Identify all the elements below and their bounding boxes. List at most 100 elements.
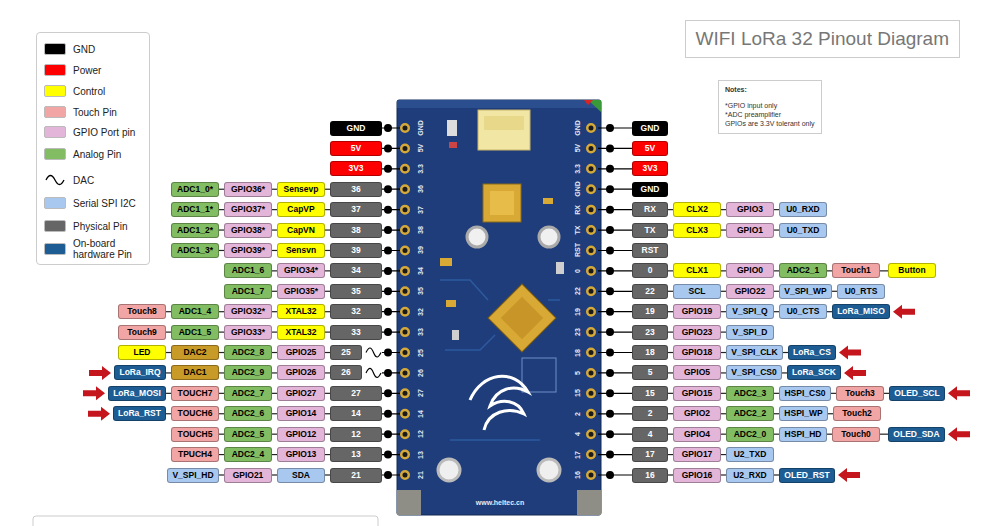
analog-pin-label: ADC2_0 [726, 427, 774, 442]
analog-pin-label: ADC2_3 [726, 386, 774, 401]
touch-pin-label: Touch0 [832, 427, 880, 442]
silkscreen-text: 32 [417, 308, 425, 316]
pin-text: 32 [351, 305, 360, 318]
pin-text: OLED_SCL [894, 387, 939, 400]
physical-pin-label: 13 [330, 447, 382, 462]
analog-pin-label: ADC2_7 [224, 386, 272, 401]
esp32-chip [488, 284, 556, 352]
silkscreen-text: RST [574, 243, 582, 257]
pin-text: 33 [351, 326, 360, 339]
pin-text: GPIO19 [682, 305, 713, 318]
dac-symbol [366, 348, 381, 357]
pin-text: GPIO23 [682, 326, 713, 339]
dac-label: DAC2 [171, 345, 219, 360]
onboard-hardware-label: LoRa_RST [113, 406, 166, 421]
pin-text: GPIO15 [682, 387, 713, 400]
legend-text: GND [73, 44, 95, 55]
pin-text: V_SPI_WP [784, 285, 827, 298]
silkscreen-text: 37 [417, 206, 425, 214]
dac-label: DAC1 [171, 365, 219, 380]
pin-text: 2 [648, 407, 653, 420]
logo [470, 376, 528, 430]
pin-text: 35 [351, 285, 360, 298]
pin-text: GPIO33* [231, 326, 265, 339]
touch-pin-label: TOUCH5 [171, 427, 219, 442]
ground-pin-label: GND [632, 121, 668, 136]
gpio-label: GPIO32* [224, 304, 272, 319]
physical-pin-label: 4 [632, 427, 668, 442]
physical-pin-label: 26 [330, 365, 362, 380]
control-label: CLX1 [673, 263, 721, 278]
gpio-label: GPIO25 [277, 345, 325, 360]
physical-pin-label: 33 [330, 325, 382, 340]
pin-text: Sensvn [286, 244, 316, 257]
serial-bus-label: U2_RXD [726, 468, 774, 483]
pin-text: LoRa_RST [118, 407, 161, 420]
pin-text: DAC1 [183, 366, 206, 379]
pin-text: ADC1_6 [232, 264, 265, 277]
pin-text: 3V3 [642, 162, 657, 175]
note-line: *ADC preamplifier [725, 110, 815, 119]
control-label: CLX2 [673, 202, 721, 217]
pin-text: 3V3 [348, 162, 363, 175]
pin-text: GPIO12 [286, 428, 317, 441]
pin-text: 16 [645, 469, 654, 482]
analog-pin-label: ADC1_0* [171, 182, 219, 197]
pin-text: V_SPI_HD [172, 469, 213, 482]
pointer-arrow [83, 386, 105, 400]
silkscreen-text: 27 [417, 389, 425, 397]
silkscreen-text: 15 [574, 389, 582, 397]
legend-swatch [44, 220, 66, 232]
control-label: LED [118, 345, 166, 360]
component [446, 300, 456, 307]
physical-pin-label: 27 [330, 386, 382, 401]
gpio-label: GPIO3 [726, 202, 774, 217]
serial-bus-label: HSPI_CS0 [779, 386, 831, 401]
silkscreen-text: RX [574, 205, 582, 215]
gpio-label: GPIO2 [673, 406, 721, 421]
silkscreen-text: 5 [574, 371, 582, 375]
pin-hole-center [589, 128, 594, 476]
legend-text: Analog Pin [73, 149, 121, 160]
silkscreen-text: 38 [417, 226, 425, 234]
silkscreen-text: 16 [574, 471, 582, 479]
pin-text: GPIO21 [233, 469, 264, 482]
corner-mark [584, 100, 593, 105]
pin-text: GND [347, 122, 366, 135]
pin-text: 12 [351, 428, 360, 441]
pin-text: ADC2_5 [232, 428, 265, 441]
pin-text: Touch8 [127, 305, 157, 318]
silkscreen-text: 23 [574, 328, 582, 336]
pin-text: ADC2_8 [232, 346, 265, 359]
legend-item: Physical Pin [44, 220, 148, 232]
pin-text: OLED_SDA [893, 428, 939, 441]
pin-text: 22 [645, 285, 654, 298]
pin-text: 13 [351, 448, 360, 461]
pin-text: 36 [351, 183, 360, 196]
silkscreen-text: 5V [417, 144, 425, 153]
silkscreen-text: 13 [417, 451, 425, 459]
pin-text: U2_RXD [733, 469, 767, 482]
pin-text: TOUCH7 [178, 387, 213, 400]
legend-text: Serial SPI I2C [73, 198, 136, 209]
pin-text: HSPI_WP [784, 407, 822, 420]
pin-hole [586, 128, 596, 476]
legend-item: DAC [44, 174, 148, 186]
serial-bus-label: U2_TXD [726, 447, 774, 462]
pin-text: CLX1 [686, 264, 708, 277]
serial-bus-label: U0_TXD [779, 223, 827, 238]
touch-pin-label: TOUCH7 [171, 386, 219, 401]
pin-text: Touch2 [842, 407, 872, 420]
pin-text: LoRa_IRQ [119, 366, 160, 379]
silkscreen-text: 3.3 [417, 164, 425, 174]
pin-text: ADC2_0 [734, 428, 767, 441]
gpio-label: GPIO34* [277, 263, 325, 278]
legend-item: Serial SPI I2C [44, 197, 148, 209]
gpio-label: GPIO37* [224, 202, 272, 217]
analog-pin-label: ADC2_1 [779, 263, 827, 278]
silkscreen-text: 36 [417, 185, 425, 193]
pin-text: U0_RXD [786, 203, 820, 216]
serial-bus-label: SCL [673, 284, 721, 299]
silkscreen-text: 25 [417, 349, 425, 357]
